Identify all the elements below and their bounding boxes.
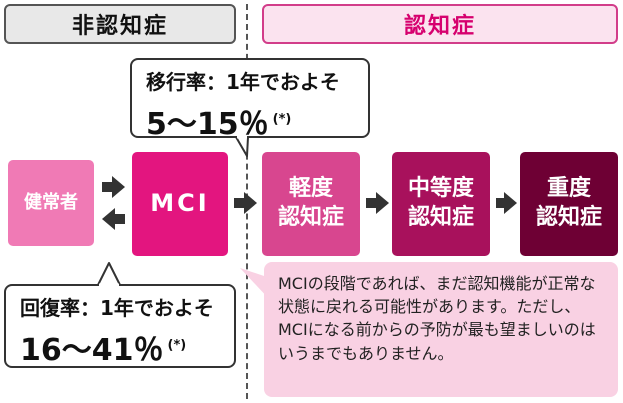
stage-mild-label-2: 認知症 (277, 205, 344, 230)
note-box-tail (240, 268, 270, 300)
stage-mci: MCI (132, 152, 228, 256)
non-dementia-header: 非認知症 (4, 4, 236, 44)
arrow-moderate-to-severe (496, 192, 517, 214)
arrow-mci-to-mild (234, 192, 257, 214)
stage-severe-dementia: 重度 認知症 (520, 152, 618, 256)
stage-moderate-dementia: 中等度 認知症 (392, 152, 490, 256)
recovery-note-mark: (*) (167, 338, 187, 353)
recovery-rate-value: 16～41％(*) (20, 333, 187, 368)
progression-rate-bubble: 移行率：1年でおよそ 5～15％(*) (130, 58, 370, 142)
note-box: MCIの段階であれば、まだ認知機能が正常な状態に戻れる可能性があります。ただし、… (264, 262, 618, 397)
recovery-rate-label: 回復率：1年でおよそ (20, 296, 214, 320)
stage-mci-label: MCI (150, 189, 210, 218)
stage-mild-dementia: 軽度 認知症 (262, 152, 360, 256)
arrow-mci-to-healthy (102, 208, 125, 230)
stage-severe-label-1: 重度 (546, 176, 591, 202)
progression-rate-label: 移行率：1年でおよそ (146, 70, 340, 94)
arrow-healthy-to-mci (102, 176, 125, 198)
recovery-bubble-tail (97, 262, 121, 286)
progression-bubble-tail (235, 136, 249, 157)
stage-mild-label-1: 軽度 (288, 176, 333, 202)
stage-healthy: 健常者 (8, 160, 94, 246)
stage-moderate-label-2: 認知症 (407, 205, 474, 230)
stage-healthy-label: 健常者 (24, 192, 78, 214)
dementia-header: 認知症 (262, 4, 618, 44)
stage-moderate-label-1: 中等度 (407, 176, 474, 202)
stage-severe-label-2: 認知症 (535, 205, 602, 230)
progression-note-mark: (*) (272, 112, 292, 127)
arrow-mild-to-moderate (366, 192, 389, 214)
